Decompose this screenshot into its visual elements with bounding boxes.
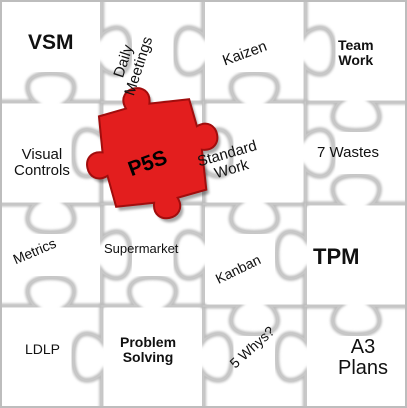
- label-problem-solving: Problem Solving: [120, 335, 176, 364]
- puzzle-seam-15: [304, 101, 407, 132]
- puzzle-seam-9: [101, 203, 132, 307]
- label-visual-controls: Visual Controls: [14, 147, 70, 179]
- label-team-work: Team Work: [338, 38, 374, 67]
- label-a3-plans-line1: A3: [350, 336, 376, 358]
- label-tpm: TPM: [313, 244, 360, 269]
- puzzle-seam-31: [304, 174, 407, 205]
- puzzle-seam-39: [101, 276, 205, 307]
- puzzle-seam-27: [202, 203, 306, 234]
- puzzle-seam-3: [0, 72, 103, 103]
- puzzle-seam-33: [304, 0, 335, 103]
- label-ldlp: LDLP: [25, 341, 61, 357]
- puzzle-seam-17: [174, 0, 205, 103]
- puzzle-seam-37: [304, 101, 335, 205]
- label-problem-solving-line1: Problem: [120, 334, 177, 350]
- label-team-work-line2: Work: [338, 51, 374, 68]
- label-7-wastes: 7 Wastes: [317, 144, 379, 161]
- p5s-piece: [86, 87, 219, 220]
- p5s-highlight-piece: [86, 87, 221, 223]
- puzzle-seam-19: [0, 203, 103, 234]
- puzzle-seam-41: [275, 203, 306, 307]
- puzzle-seam-43: [202, 305, 306, 336]
- label-team-work-line1: Team: [338, 37, 374, 53]
- label-a3-plans: A3 Plans: [338, 337, 388, 379]
- puzzle-seam-13: [72, 305, 103, 408]
- label-problem-solving-line2: Solving: [122, 348, 174, 365]
- label-vsm: VSM: [28, 31, 74, 54]
- puzzle-seam-47: [304, 305, 407, 336]
- label-visual-controls-line1: Visual: [21, 146, 63, 163]
- puzzle-seam-29: [202, 305, 233, 408]
- label-a3-plans-line2: Plans: [338, 357, 389, 379]
- puzzle-seam-25: [174, 203, 205, 307]
- label-visual-controls-line2: Controls: [14, 161, 70, 179]
- puzzle-seam-11: [202, 72, 306, 103]
- puzzle-seam-1: [101, 0, 132, 103]
- label-supermarket: Supermarket: [104, 241, 179, 256]
- puzzle-seam-35: [0, 276, 103, 307]
- puzzle-seam-45: [275, 305, 306, 408]
